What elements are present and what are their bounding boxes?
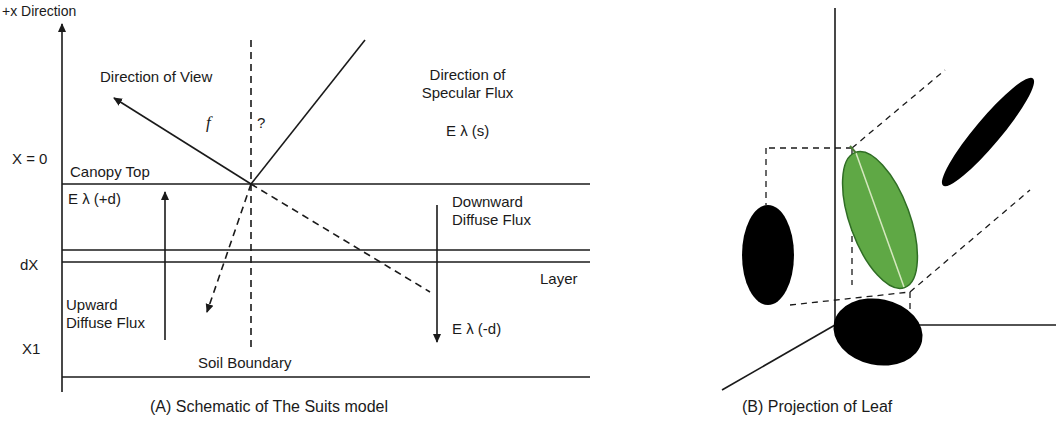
angle-symbol: ? — [257, 114, 265, 132]
flux-symbol: E λ (s) — [446, 122, 489, 140]
suits-schematic — [62, 24, 590, 392]
depth-label: dX — [20, 256, 38, 274]
direction-label: Direction of View — [100, 68, 212, 86]
panel-caption: (A) Schematic of The Suits model — [150, 398, 388, 416]
depth-label: X1 — [22, 340, 40, 358]
depth-label: X = 0 — [12, 150, 47, 168]
panel-caption: (B) Projection of Leaf — [742, 398, 892, 416]
flux-label: Upward Diffuse Flux — [66, 296, 158, 332]
layer-label: Layer — [540, 270, 578, 288]
flux-symbol: E λ (+d) — [68, 190, 121, 208]
leaf-projection — [722, 8, 1056, 390]
flux-symbol: E λ (-d) — [452, 320, 501, 338]
boundary-label: Soil Boundary — [198, 354, 291, 372]
direction-label: Direction of Specular Flux — [405, 66, 530, 102]
boundary-label: Canopy Top — [70, 163, 150, 181]
axis-label: +x Direction — [2, 2, 76, 20]
angle-symbol: f — [206, 114, 211, 132]
flux-label: Downward Diffuse Flux — [452, 193, 552, 229]
